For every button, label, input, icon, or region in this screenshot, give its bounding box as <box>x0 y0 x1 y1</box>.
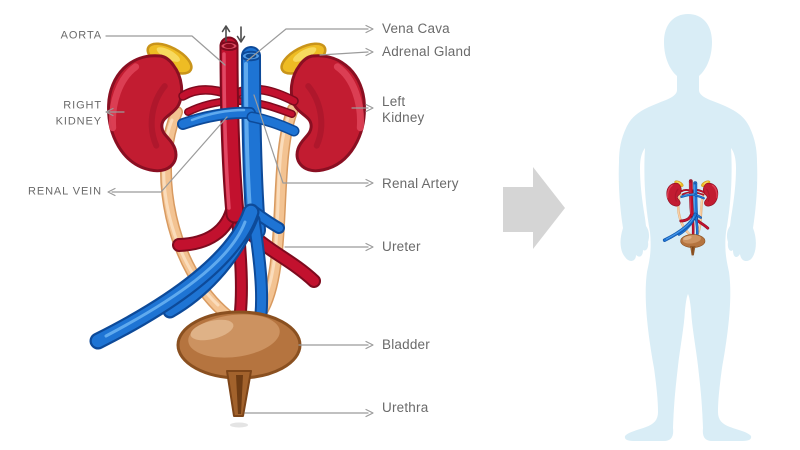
label-left-kidney: Left Kidney <box>382 94 424 126</box>
leader-renal-artery <box>253 94 374 188</box>
label-renal-vein: RENAL VEIN <box>27 185 102 198</box>
leader-aorta <box>105 35 226 66</box>
right-kidney-illustration <box>107 42 193 173</box>
leader-adrenal-gland <box>319 47 374 57</box>
leader-vena-cava <box>246 24 374 62</box>
leader-right-kidney <box>105 107 125 117</box>
aorta-illustration <box>172 36 321 323</box>
transition-arrow-icon <box>503 167 565 249</box>
label-left-kidney-line2: Kidney <box>382 110 425 125</box>
left-kidney-illustration <box>280 42 366 173</box>
urinary-system-illustration <box>89 36 366 428</box>
label-adrenal-gland: Adrenal Gland <box>382 44 471 59</box>
leader-lines <box>105 24 374 418</box>
leader-left-kidney <box>351 103 374 113</box>
flow-up-icon <box>221 25 231 42</box>
leader-ureter <box>284 242 374 252</box>
label-right-kidney-line1: RIGHT <box>63 99 102 112</box>
label-urethra: Urethra <box>382 400 429 415</box>
label-bladder: Bladder <box>382 337 430 352</box>
label-left-kidney-line1: Left <box>382 94 406 109</box>
label-right-kidney-line2: KIDNEY <box>55 115 102 127</box>
leader-renal-vein <box>107 116 228 197</box>
label-vena-cava: Vena Cava <box>382 21 450 36</box>
label-ureter: Ureter <box>382 239 421 254</box>
flow-down-icon <box>236 26 246 43</box>
leader-bladder <box>298 340 374 350</box>
vena-cava-illustration <box>89 46 300 350</box>
label-aorta: AORTA <box>60 29 102 42</box>
leader-urethra <box>244 408 374 418</box>
urethra-illustration <box>226 370 252 428</box>
bladder-illustration <box>176 310 302 380</box>
label-renal-artery: Renal Artery <box>382 176 459 191</box>
label-right-kidney: RIGHT KIDNEY <box>56 99 102 130</box>
renal-vein-illustration <box>177 106 256 130</box>
